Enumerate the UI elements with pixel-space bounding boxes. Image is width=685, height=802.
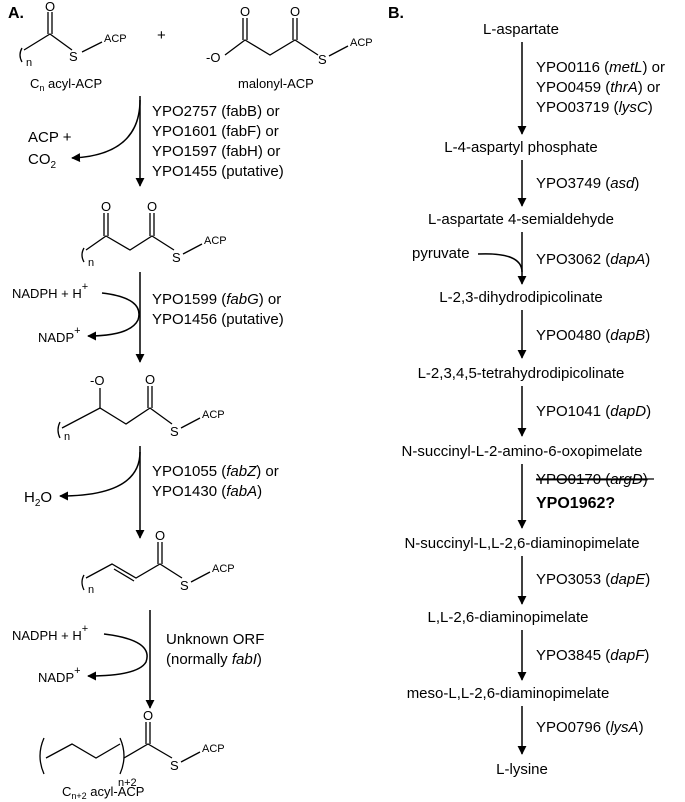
malonyl-acp-label: malonyl-ACP	[238, 76, 314, 91]
malonyl-o1: O	[240, 4, 250, 19]
step1-arrow	[71, 96, 145, 187]
pyruvate-label: pyruvate	[412, 245, 470, 262]
step1-enzyme-4: YPO1455 (putative)	[152, 163, 284, 180]
step2-cofactor-in: NADPH + H+	[12, 281, 88, 301]
b-step2-enzyme: YPO3749 (asd)	[536, 175, 639, 192]
b-step3-enzyme: YPO3062 (dapA)	[536, 251, 650, 268]
step3-side-product: H2O	[24, 489, 52, 509]
acyl-acp-structure: n O S ACP	[19, 0, 127, 69]
step1-side-product-line2: CO2	[28, 151, 57, 171]
step2-cofactor-out: NADP+	[38, 325, 81, 345]
step3-enzyme-2: YPO1430 (fabA)	[152, 483, 262, 500]
step3-enzyme-1: YPO1055 (fabZ) or	[152, 463, 279, 480]
compound-ll-diaminopimelate: L,L-2,6-diaminopimelate	[428, 609, 589, 626]
panel-a-label: A.	[8, 5, 24, 22]
compound-aspartyl-phosphate: L-4-aspartyl phosphate	[444, 139, 597, 156]
ketoacyl-acp-structure: n O O S ACP	[81, 199, 227, 269]
compound-dihydrodipicolinate: L-2,3-dihydrodipicolinate	[439, 289, 602, 306]
acyl-n-subscript: n	[26, 57, 32, 69]
step4-cofactor-out: NADP+	[38, 665, 81, 685]
hydroxy-n-subscript: n	[64, 431, 70, 443]
b-step1-enzyme-2: YPO0459 (thrA) or	[536, 79, 660, 96]
b-step5-enzyme: YPO1041 (dapD)	[536, 403, 651, 420]
step1-enzyme-2: YPO1601 (fabF) or	[152, 123, 279, 140]
final-o: O	[143, 708, 153, 723]
step4-arrow	[87, 610, 155, 709]
step1-side-product-line1: ACP +	[28, 129, 72, 146]
acyl-acp-text: ACP	[104, 33, 127, 45]
hydroxy-o2: O	[145, 372, 155, 387]
keto-n-subscript: n	[88, 257, 94, 269]
enoyl-o: O	[155, 528, 165, 543]
compound-succinyl-diaminopimelate: N-succinyl-L,L-2,6-diaminopimelate	[404, 535, 639, 552]
step1-enzyme-1: YPO2757 (fabB) or	[152, 103, 280, 120]
compound-aspartate-semialdehyde: L-aspartate 4-semialdehyde	[428, 211, 614, 228]
enoyl-acp-structure: n O S ACP	[81, 528, 235, 596]
malonyl-acp-text: ACP	[350, 37, 373, 49]
compound-tetrahydrodipicolinate: L-2,3,4,5-tetrahydrodipicolinate	[418, 365, 625, 382]
plus-sign: +	[157, 27, 166, 44]
step2-arrow	[87, 272, 145, 363]
keto-o1: O	[101, 199, 111, 214]
b-step6-proposed-enzyme: YPO1962?	[536, 495, 615, 512]
hydroxyacyl-acp-structure: n -O O S ACP	[57, 372, 225, 443]
step1-enzyme-3: YPO1597 (fabH) or	[152, 143, 280, 160]
final-n2-subscript: n+2	[118, 777, 137, 789]
keto-s-atom: S	[172, 250, 181, 265]
malonyl-acp-structure: -O O O S ACP	[206, 4, 373, 67]
step2-enzyme-1: YPO1599 (fabG) or	[152, 291, 281, 308]
compound-meso-diaminopimelate: meso-L,L-2,6-diaminopimelate	[407, 685, 610, 702]
step4-enzyme-1: Unknown ORF	[166, 631, 264, 648]
b-step7-enzyme: YPO3053 (dapE)	[536, 571, 650, 588]
panel-b-label: B.	[388, 5, 404, 22]
acyl-carbonyl-o: O	[45, 0, 55, 14]
b-step8-enzyme: YPO3845 (dapF)	[536, 647, 649, 664]
final-s-atom: S	[170, 758, 179, 773]
acyl-acp-label: Cn acyl-ACP	[30, 76, 102, 93]
enoyl-n-subscript: n	[88, 584, 94, 596]
hydroxy-s-atom: S	[170, 424, 179, 439]
step3-arrow	[59, 446, 145, 539]
b-step9-enzyme: YPO0796 (lysA)	[536, 719, 644, 736]
b-step1-enzyme-1: YPO0116 (metL) or	[536, 59, 665, 76]
keto-o2: O	[147, 199, 157, 214]
final-acp-text: ACP	[202, 743, 225, 755]
final-acyl-acp-label: Cn+2 acyl-ACP	[62, 784, 144, 801]
malonyl-s-atom: S	[318, 52, 327, 67]
compound-l-aspartate: L-aspartate	[483, 21, 559, 38]
step4-enzyme-2: (normally fabI)	[166, 651, 262, 668]
malonyl-o-minus: -O	[206, 50, 220, 65]
acyl-s-atom: S	[69, 49, 78, 64]
b-step1-enzyme-3: YPO03719 (lysC)	[536, 99, 653, 116]
enoyl-acp-text: ACP	[212, 563, 235, 575]
compound-succinyl-oxopimelate: N-succinyl-L-2-amino-6-oxopimelate	[402, 443, 643, 460]
step2-enzyme-2: YPO1456 (putative)	[152, 311, 284, 328]
step4-cofactor-in: NADPH + H+	[12, 623, 88, 643]
arrow-step3	[477, 232, 527, 285]
hydroxy-acp-text: ACP	[202, 409, 225, 421]
enoyl-s-atom: S	[180, 578, 189, 593]
keto-acp-text: ACP	[204, 235, 227, 247]
malonyl-o2: O	[290, 4, 300, 19]
compound-l-lysine: L-lysine	[496, 761, 548, 778]
hydroxy-o-minus: -O	[90, 373, 104, 388]
final-acyl-acp-structure: n+2 O S ACP	[39, 708, 225, 789]
b-step4-enzyme: YPO0480 (dapB)	[536, 327, 650, 344]
